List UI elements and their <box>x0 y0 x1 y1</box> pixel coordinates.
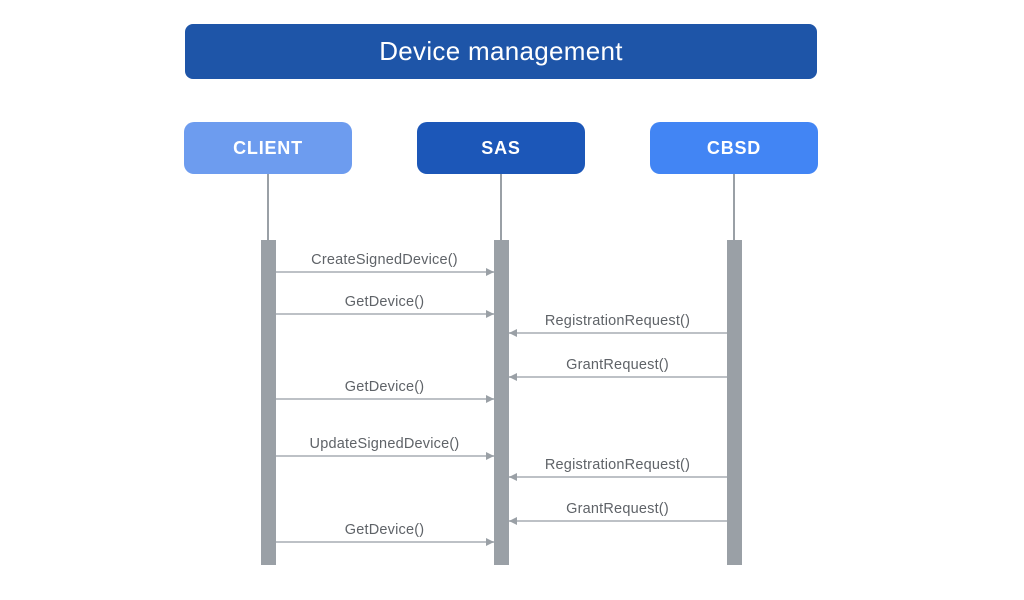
lifeline-cbsd <box>733 174 735 240</box>
actor-client: CLIENT <box>184 122 352 174</box>
message-arrowhead <box>485 538 494 546</box>
activation-bar-sas <box>493 240 509 565</box>
message-arrowhead <box>508 373 517 381</box>
message-label: RegistrationRequest() <box>544 457 691 473</box>
lifeline-client <box>267 174 269 240</box>
message-label: GrantRequest() <box>566 501 669 517</box>
activation-bar-client <box>260 240 276 565</box>
actor-sas-label: SAS <box>481 137 521 158</box>
message-arrow-line <box>275 271 494 273</box>
message-label: GetDevice() <box>344 294 425 310</box>
message-arrow-line <box>275 398 494 400</box>
message-arrowhead <box>508 473 517 481</box>
diagram-title-bar: Device management <box>185 24 817 79</box>
activation-bar-cbsd <box>726 240 742 565</box>
message-arrowhead <box>485 452 494 460</box>
message-label: RegistrationRequest() <box>544 313 691 329</box>
message-arrow-line <box>275 541 494 543</box>
actor-cbsd: CBSD <box>650 122 818 174</box>
message-label: CreateSignedDevice() <box>311 252 458 268</box>
message-label: GetDevice() <box>344 379 425 395</box>
message-arrowhead <box>485 268 494 276</box>
message-arrowhead <box>508 517 517 525</box>
actor-client-label: CLIENT <box>233 137 303 158</box>
message-arrow-line <box>275 455 494 457</box>
message-arrow-line <box>508 332 727 334</box>
lifeline-sas <box>500 174 502 240</box>
message-arrow-line <box>508 476 727 478</box>
message-arrowhead <box>485 395 494 403</box>
message-arrow-line <box>508 520 727 522</box>
message-label: UpdateSignedDevice() <box>309 436 460 452</box>
message-label: GrantRequest() <box>566 357 669 373</box>
message-arrowhead <box>508 329 517 337</box>
message-label: GetDevice() <box>344 522 425 538</box>
diagram-title: Device management <box>379 36 623 66</box>
message-arrow-line <box>508 376 727 378</box>
message-arrow-line <box>275 313 494 315</box>
actor-cbsd-label: CBSD <box>706 137 762 158</box>
actor-sas: SAS <box>417 122 585 174</box>
message-arrowhead <box>485 310 494 318</box>
